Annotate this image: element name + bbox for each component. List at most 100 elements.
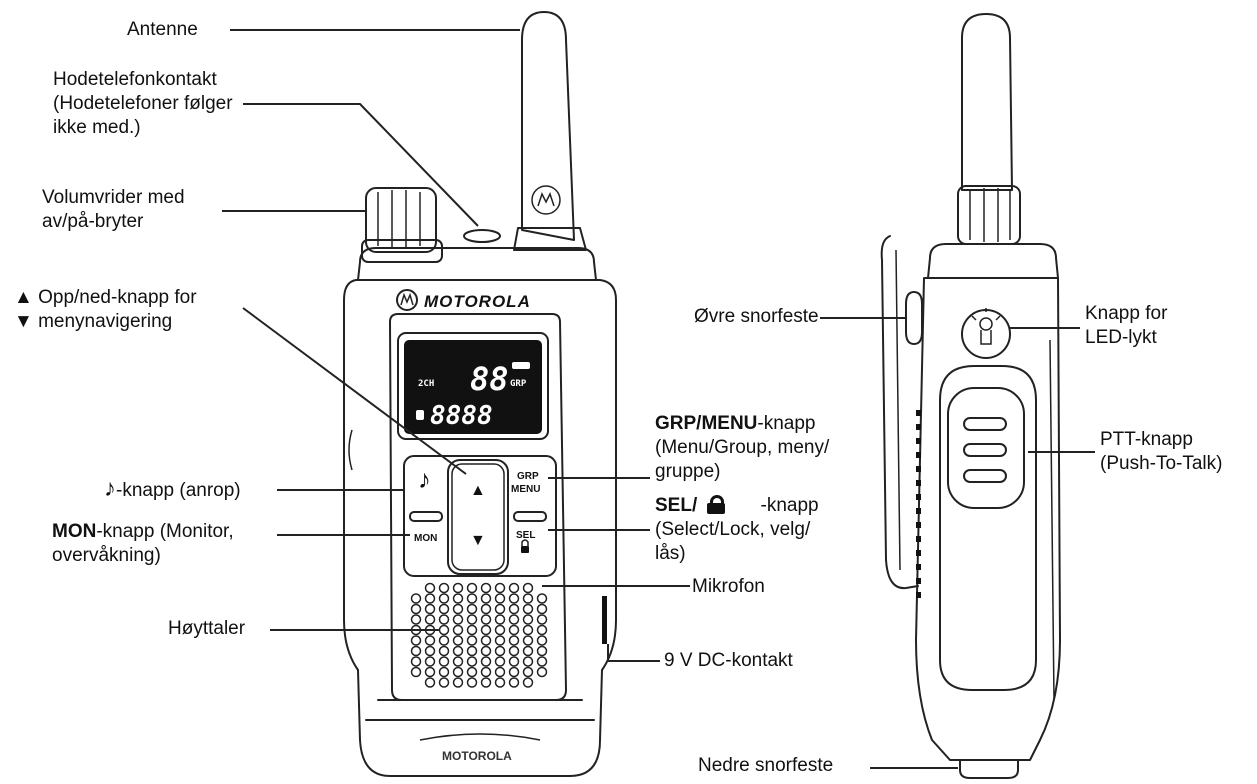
speaker-hole: [508, 582, 520, 594]
grip-rib: [916, 522, 921, 528]
label-nav-line1: Opp/ned-knapp for: [38, 287, 197, 308]
led-button: [961, 309, 1011, 359]
speaker-hole: [452, 582, 464, 594]
headphone-jack: [463, 229, 501, 243]
speaker-hole: [452, 656, 464, 667]
volume-knob: [361, 187, 443, 263]
down-arrow-icon: ▼: [14, 311, 33, 332]
label-ptt: PTT-knapp (Push-To-Talk): [1100, 428, 1222, 476]
speaker-hole: [522, 677, 534, 688]
label-grp-menu: GRP/MENU-knapp (Menu/Group, meny/ gruppe…: [655, 412, 829, 484]
grip-rib: [916, 564, 921, 570]
speaker-hole: [424, 635, 436, 646]
label-nav: ▲ Opp/ned-knapp for ▼ menynavigering: [14, 286, 197, 334]
label-mon: MON-knapp (Monitor, overvåkning): [52, 520, 234, 568]
label-grp-menu-line1: -knapp: [757, 413, 816, 434]
dc-jack: [602, 596, 607, 644]
label-mic: Mikrofon: [692, 575, 765, 599]
label-speaker: Høyttaler: [168, 617, 245, 641]
speaker-hole: [480, 593, 492, 604]
speaker-hole: [466, 582, 478, 594]
label-headphone-line1: Hodetelefonkontakt: [53, 69, 217, 90]
speaker-hole: [424, 666, 436, 678]
speaker-hole: [536, 603, 548, 615]
grip-rib: [916, 424, 921, 430]
label-lower-strap-text: Nedre snorfeste: [698, 755, 834, 776]
speaker-hole: [522, 656, 534, 667]
speaker-hole: [480, 656, 492, 667]
nav-keypad: [447, 459, 509, 575]
grip-rib: [916, 494, 921, 500]
label-grp-menu-bold: GRP/MENU: [655, 413, 758, 434]
speaker-hole: [438, 635, 450, 646]
speaker-hole: [522, 603, 534, 615]
speaker-hole: [424, 593, 436, 604]
speaker-hole: [452, 614, 464, 625]
label-sel: SEL/ -knapp (Select/Lock, velg/ lås): [655, 494, 819, 566]
speaker-hole: [466, 666, 478, 678]
label-sel-line1: -knapp: [760, 495, 819, 516]
speaker-hole: [466, 645, 478, 657]
speaker-hole: [424, 614, 436, 625]
grip-rib: [916, 410, 921, 416]
speaker-hole: [522, 645, 534, 657]
speaker-hole: [508, 677, 520, 688]
speaker-hole: [536, 635, 548, 646]
speaker-hole: [494, 593, 506, 604]
speaker-hole: [480, 677, 492, 688]
speaker-hole: [480, 614, 492, 625]
label-led-line1: Knapp for: [1085, 303, 1168, 324]
label-grp-menu-line2: (Menu/Group, meny/: [655, 437, 830, 458]
label-upper-strap: Øvre snorfeste: [694, 305, 819, 329]
speaker-hole: [508, 635, 520, 646]
speaker-hole: [438, 677, 450, 688]
speaker-hole: [480, 666, 492, 678]
speaker-hole: [424, 645, 436, 657]
down-key-symbol: ▼: [470, 532, 486, 549]
front-radio: MOTOROLA 2CH 88 GRP 8888 ▲ ▼ ♪ MON GRP M…: [343, 11, 617, 777]
speaker-hole: [480, 624, 492, 636]
speaker-hole: [424, 582, 436, 594]
speaker-hole: [536, 593, 548, 604]
speaker-hole: [466, 677, 478, 688]
label-nav-line2: menynavigering: [38, 311, 173, 332]
lock-icon: [706, 495, 725, 514]
upper-strap-loop: [905, 291, 923, 345]
speaker-hole: [494, 624, 506, 636]
speaker-hole: [438, 656, 450, 667]
speaker-hole: [522, 582, 534, 594]
speaker-hole: [508, 624, 520, 636]
speaker-hole: [452, 635, 464, 646]
speaker-hole: [424, 656, 436, 667]
speaker-hole: [452, 645, 464, 657]
label-call-text: -knapp (anrop): [116, 480, 241, 501]
label-sel-line2: (Select/Lock, velg/: [655, 519, 811, 540]
grip-rib: [916, 550, 921, 556]
speaker-hole: [494, 656, 506, 667]
label-headphone: Hodetelefonkontakt (Hodetelefoner følger…: [53, 68, 233, 140]
speaker-hole: [410, 593, 422, 604]
speaker-hole: [508, 656, 520, 667]
speaker-hole: [438, 666, 450, 678]
label-dc: 9 V DC-kontakt: [664, 649, 793, 673]
speaker-hole: [466, 593, 478, 604]
side-antenna: [961, 13, 1013, 191]
speaker-hole: [508, 614, 520, 625]
label-led-line2: LED-lykt: [1085, 327, 1157, 348]
label-grp-menu-line3: gruppe): [655, 461, 721, 482]
grip-rib: [916, 452, 921, 458]
lcd-icon-2ch: 2CH: [418, 379, 434, 389]
speaker-hole: [410, 656, 422, 667]
speaker-hole: [452, 603, 464, 615]
speaker-hole: [410, 614, 422, 625]
speaker-hole: [466, 603, 478, 615]
sel-key: [513, 511, 547, 522]
label-volume: Volumvrider med av/på-bryter: [42, 186, 185, 234]
up-arrow-icon: ▲: [14, 287, 33, 308]
speaker-hole: [508, 666, 520, 678]
brand-name: MOTOROLA: [424, 292, 531, 311]
front-body: [343, 279, 617, 777]
speaker-hole: [536, 666, 548, 678]
speaker-hole: [410, 635, 422, 646]
music-note-icon: ♪: [104, 475, 116, 502]
